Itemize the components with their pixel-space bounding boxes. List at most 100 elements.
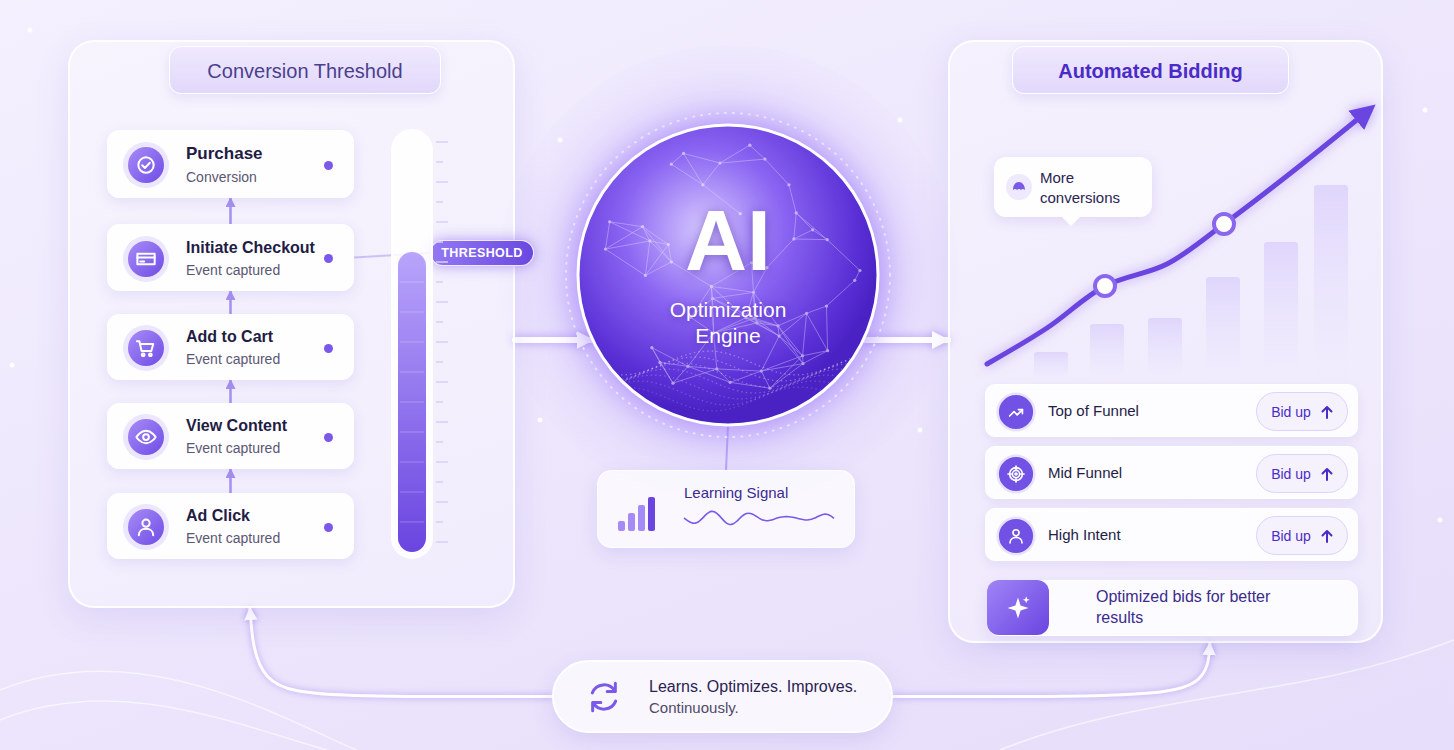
icon-disc xyxy=(1006,174,1032,200)
lrow-box: View ContentEvent captured xyxy=(107,403,354,469)
glyph-stroke xyxy=(1010,409,1023,415)
node-sublabel: Conversion xyxy=(186,169,263,185)
node-sublabel: Event captured xyxy=(186,530,280,546)
loop-box: Learns. Optimizes. Improves.Continuously… xyxy=(552,660,893,733)
icon-glyph xyxy=(1013,182,1025,190)
scale-tick xyxy=(436,301,448,303)
signal-art xyxy=(598,471,854,547)
network-node xyxy=(801,362,804,365)
icon-holder xyxy=(122,235,170,287)
arrow-glyph xyxy=(1322,531,1331,542)
icon-holder xyxy=(996,454,1036,498)
orb-network xyxy=(604,144,862,390)
loop-text: Learns. Optimizes. Improves.Continuously… xyxy=(649,678,857,716)
network-link xyxy=(684,153,720,163)
orb-glow xyxy=(498,45,958,505)
network-node xyxy=(805,312,808,315)
icon xyxy=(996,392,1036,432)
scale-tick xyxy=(436,221,448,223)
icon-holder xyxy=(996,392,1036,436)
scale-tick xyxy=(436,281,443,283)
glyph-stroke xyxy=(1012,470,1019,477)
network-node xyxy=(826,349,829,352)
network-link xyxy=(688,366,717,369)
status-dot xyxy=(324,254,333,263)
chart-bar xyxy=(1090,324,1124,380)
icon-disc xyxy=(998,517,1035,554)
opt-box: Optimized bids for better results xyxy=(987,580,1358,636)
network-link xyxy=(668,245,671,262)
icon xyxy=(122,413,170,461)
icon xyxy=(996,454,1036,494)
icon-glyph xyxy=(137,341,153,356)
fill-step xyxy=(400,282,424,283)
scale-tick xyxy=(436,161,443,163)
network-node xyxy=(670,260,673,263)
fill-step xyxy=(400,402,424,403)
chart-bar xyxy=(1264,242,1298,380)
wave-line xyxy=(578,387,878,411)
glyph-stroke xyxy=(139,529,153,535)
status-dot xyxy=(324,344,333,353)
signal-bar xyxy=(638,505,645,531)
network-link xyxy=(645,245,668,276)
network-link xyxy=(778,326,803,356)
node-label: AI xyxy=(685,197,771,283)
tab-holder: Conversion Threshold xyxy=(169,46,441,94)
frow-box: Bid upTop of Funnel xyxy=(985,384,1358,437)
network-link xyxy=(807,306,827,313)
scale-tick xyxy=(436,541,448,543)
icon-glyph xyxy=(1010,409,1023,415)
network-link xyxy=(650,241,668,245)
trend-point xyxy=(1095,276,1115,296)
engine-circle: AIOptimization Engine xyxy=(578,125,878,425)
network-link xyxy=(765,159,789,185)
network-node xyxy=(715,367,718,370)
network-link xyxy=(803,313,807,355)
node-label: Automated Bidding xyxy=(1012,46,1289,94)
node-label: Learning Signal xyxy=(684,484,788,501)
icon-disc xyxy=(128,509,164,545)
icon-disc xyxy=(128,419,164,455)
signal-box: Learning Signal xyxy=(597,470,855,548)
network-link xyxy=(794,213,796,239)
text-column: Initiate CheckoutEvent captured xyxy=(186,238,315,277)
scale-tick xyxy=(436,521,443,523)
sparkle-dot xyxy=(10,363,15,368)
sparkle-small xyxy=(1023,596,1030,603)
node-sublabel: Continuously. xyxy=(649,699,857,716)
network-link xyxy=(827,240,860,271)
chart-bar xyxy=(1148,318,1182,380)
panel: More conversionsBid upTop of FunnelBid u… xyxy=(948,40,1383,643)
fill-step xyxy=(400,312,424,313)
node-label: Top of Funnel xyxy=(1048,402,1139,419)
icon xyxy=(584,677,624,717)
network-node xyxy=(858,269,861,272)
glyph-stroke xyxy=(140,260,144,262)
icon-holder xyxy=(122,413,170,465)
network-node xyxy=(752,291,755,294)
pill-box: Bid up xyxy=(1256,516,1348,555)
network-node xyxy=(776,324,779,327)
wave-line xyxy=(578,351,878,375)
network-node xyxy=(667,243,670,246)
icon-disc xyxy=(128,147,164,183)
status-dot xyxy=(324,523,333,532)
up-arrow xyxy=(1321,405,1333,419)
icon-ring xyxy=(123,504,169,550)
frow-box: Bid upMid Funnel xyxy=(985,446,1358,499)
glyph-stroke xyxy=(142,353,145,356)
network-link xyxy=(803,351,828,364)
icon-ring xyxy=(123,414,169,460)
scale-tick xyxy=(436,401,443,403)
node-label: Optimized bids for better results xyxy=(1096,587,1276,629)
glyph-stroke xyxy=(1018,409,1022,413)
sparkle-dot xyxy=(538,418,543,423)
row-text: High Intent xyxy=(1048,526,1121,544)
network-link xyxy=(720,145,750,163)
icon xyxy=(122,141,170,189)
scale-tick xyxy=(436,241,443,243)
network-node xyxy=(608,220,611,223)
icon xyxy=(122,324,170,372)
